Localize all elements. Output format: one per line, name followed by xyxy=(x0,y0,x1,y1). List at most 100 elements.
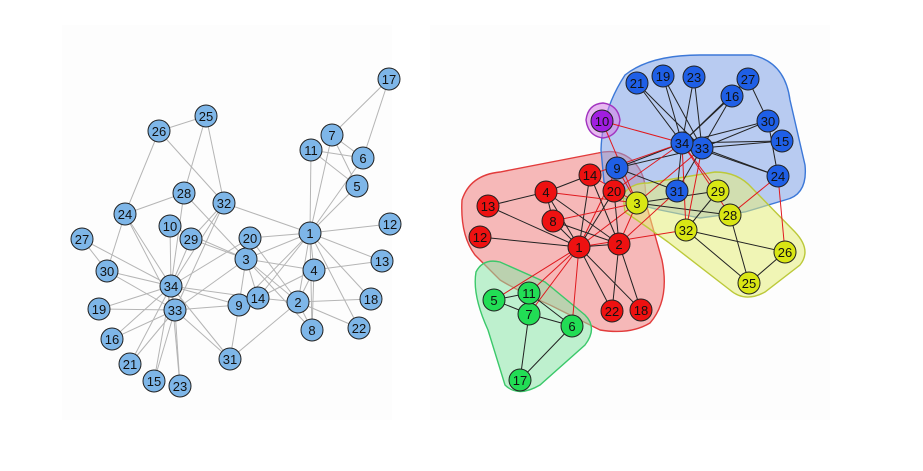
right-node-circle xyxy=(517,281,541,305)
left-node-16: 16 xyxy=(100,327,124,351)
left-node-circle xyxy=(163,298,187,322)
right-node-16: 16 xyxy=(720,84,744,108)
left-node-circle xyxy=(212,191,236,215)
left-node-label: 19 xyxy=(92,302,106,317)
left-edge-15-33 xyxy=(153,309,176,382)
left-node-15: 15 xyxy=(142,369,166,393)
left-edge-1-11 xyxy=(309,149,312,234)
right-edge-26-32 xyxy=(685,229,786,253)
right-node-18: 18 xyxy=(629,298,653,322)
right-node-label: 30 xyxy=(761,114,775,129)
left-node-label: 4 xyxy=(310,263,317,278)
left-node-label: 12 xyxy=(383,217,397,232)
left-node-32: 32 xyxy=(212,191,236,215)
left-node-19: 19 xyxy=(87,297,111,321)
left-node-circle xyxy=(95,259,119,283)
right-node-11: 11 xyxy=(517,281,541,305)
right-node-4: 4 xyxy=(534,180,558,204)
right-node-circle xyxy=(670,131,694,155)
left-edge-3-28 xyxy=(183,192,247,260)
right-node-26: 26 xyxy=(773,240,797,264)
left-node-label: 16 xyxy=(105,332,119,347)
left-node-10: 10 xyxy=(158,214,182,238)
left-node-circle xyxy=(168,374,192,398)
left-node-label: 18 xyxy=(364,292,378,307)
left-node-label: 13 xyxy=(375,254,389,269)
right-node-label: 6 xyxy=(568,319,575,334)
right-node-label: 11 xyxy=(522,286,536,301)
left-node-23: 23 xyxy=(168,374,192,398)
right-node-19: 19 xyxy=(651,64,675,88)
left-node-25: 25 xyxy=(194,104,218,128)
left-node-label: 32 xyxy=(217,196,231,211)
right-node-circle xyxy=(560,314,584,338)
left-edge-1-3 xyxy=(245,232,311,260)
right-edge-1-32 xyxy=(578,229,687,248)
right-edge-1-12 xyxy=(479,236,580,248)
right-node-label: 29 xyxy=(711,184,725,199)
right-node-label: 2 xyxy=(615,237,622,252)
right-node-circle xyxy=(706,179,730,203)
left-node-label: 29 xyxy=(184,232,198,247)
right-node-circle xyxy=(567,235,591,259)
right-node-6: 6 xyxy=(560,314,584,338)
right-node-label: 9 xyxy=(613,161,620,176)
left-node-31: 31 xyxy=(218,347,242,371)
left-node-label: 31 xyxy=(223,352,237,367)
right-node-circle xyxy=(602,179,626,203)
right-node-7: 7 xyxy=(517,302,541,326)
right-node-label: 18 xyxy=(634,303,648,318)
right-node-23: 23 xyxy=(682,65,706,89)
left-node-label: 2 xyxy=(294,295,301,310)
right-edge-14-34 xyxy=(589,142,683,176)
left-node-label: 10 xyxy=(163,219,177,234)
right-node-32: 32 xyxy=(674,218,698,242)
left-node-circle xyxy=(370,249,394,273)
right-node-label: 25 xyxy=(742,276,756,291)
right-node-label: 26 xyxy=(778,245,792,260)
left-node-8: 8 xyxy=(300,318,324,342)
left-node-34: 34 xyxy=(159,274,183,298)
right-node-circle xyxy=(625,191,649,215)
left-node-label: 28 xyxy=(177,186,191,201)
left-node-label: 34 xyxy=(164,279,178,294)
left-node-circle xyxy=(320,123,344,147)
right-edge-28-34 xyxy=(681,142,731,216)
left-node-circle xyxy=(347,316,371,340)
right-node-2: 2 xyxy=(607,232,631,256)
right-node-circle xyxy=(625,71,649,95)
right-node-label: 28 xyxy=(723,208,737,223)
left-nodes: 1234567891011121314151617181920212223242… xyxy=(70,67,402,398)
right-node-label: 13 xyxy=(481,199,495,214)
right-node-circle xyxy=(773,240,797,264)
right-node-circle xyxy=(578,163,602,187)
left-node-circle xyxy=(147,119,171,143)
left-edge-2-20 xyxy=(249,237,299,303)
left-node-11: 11 xyxy=(299,138,323,162)
right-edge-20-34 xyxy=(613,142,683,192)
left-node-2: 2 xyxy=(286,290,310,314)
right-node-circle xyxy=(737,271,761,295)
right-edge-19-33 xyxy=(662,75,703,149)
left-node-circle xyxy=(142,369,166,393)
right-node-label: 32 xyxy=(679,223,693,238)
left-edge-7-17 xyxy=(331,78,390,136)
left-node-label: 23 xyxy=(173,379,187,394)
left-node-circle xyxy=(299,138,323,162)
right-node-22: 22 xyxy=(600,299,624,323)
right-node-label: 12 xyxy=(473,230,487,245)
left-node-label: 33 xyxy=(168,303,182,318)
left-node-circle xyxy=(159,274,183,298)
left-node-circle xyxy=(172,181,196,205)
left-node-circle xyxy=(378,212,402,236)
left-node-14: 14 xyxy=(246,286,270,310)
right-node-circle xyxy=(674,218,698,242)
left-node-6: 6 xyxy=(351,146,375,170)
left-edge-26-32 xyxy=(158,130,225,204)
right-node-circle xyxy=(605,156,629,180)
right-node-circle xyxy=(718,203,742,227)
right-node-25: 25 xyxy=(737,271,761,295)
left-edge-24-26 xyxy=(124,130,160,215)
right-node-circle xyxy=(541,209,565,233)
